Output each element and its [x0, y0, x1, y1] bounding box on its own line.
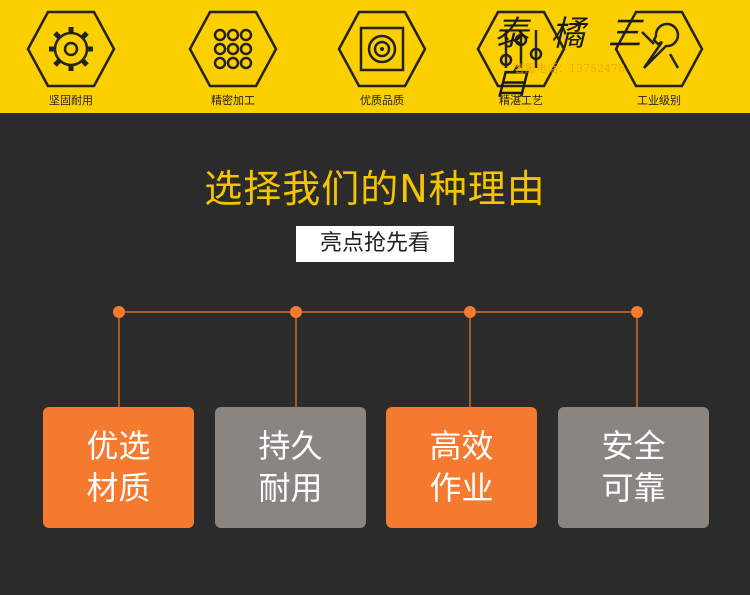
feature-label: 工业级别 — [637, 94, 681, 107]
reason-card-efficient: 高效 作业 — [386, 407, 537, 528]
craft-tool-icon — [476, 10, 566, 88]
wrench-icon — [614, 10, 704, 88]
contact-watermark: 客服电话：13752478 — [514, 62, 625, 75]
card-line: 作业 — [429, 469, 494, 507]
connector-dot — [290, 306, 302, 318]
card-line: 优选 — [86, 427, 151, 465]
card-line: 耐用 — [258, 469, 323, 507]
feature-precision: 精密加工 — [168, 0, 298, 113]
dot-grid-icon — [188, 10, 278, 88]
feature-label: 精湛工艺 — [499, 94, 543, 107]
feature-industrial: 工业级别 — [594, 0, 724, 113]
connector-dot — [464, 306, 476, 318]
feature-quality: 优质品质 — [317, 0, 447, 113]
card-line: 安全 — [601, 427, 666, 465]
connector-dot — [113, 306, 125, 318]
feature-label: 精密加工 — [211, 94, 255, 107]
feature-banner: 坚固耐用 精密加工 优质品质 — [0, 0, 750, 113]
card-line: 材质 — [86, 469, 151, 507]
quality-box-icon — [337, 10, 427, 88]
feature-label: 坚固耐用 — [49, 94, 93, 107]
feature-label: 优质品质 — [360, 94, 404, 107]
page-title: 选择我们的N种理由 — [204, 167, 546, 211]
gear-icon — [26, 10, 116, 88]
connector-dot — [631, 306, 643, 318]
reason-card-safe: 安全 可靠 — [558, 407, 709, 528]
card-line: 高效 — [429, 427, 494, 465]
feature-sturdy: 坚固耐用 — [6, 0, 136, 113]
reason-card-durable: 持久 耐用 — [215, 407, 366, 528]
reason-card-material: 优选 材质 — [43, 407, 194, 528]
card-line: 持久 — [258, 427, 323, 465]
feature-craft: 精湛工艺 — [456, 0, 586, 113]
card-line: 可靠 — [601, 469, 666, 507]
subtitle-badge: 亮点抢先看 — [296, 226, 454, 262]
